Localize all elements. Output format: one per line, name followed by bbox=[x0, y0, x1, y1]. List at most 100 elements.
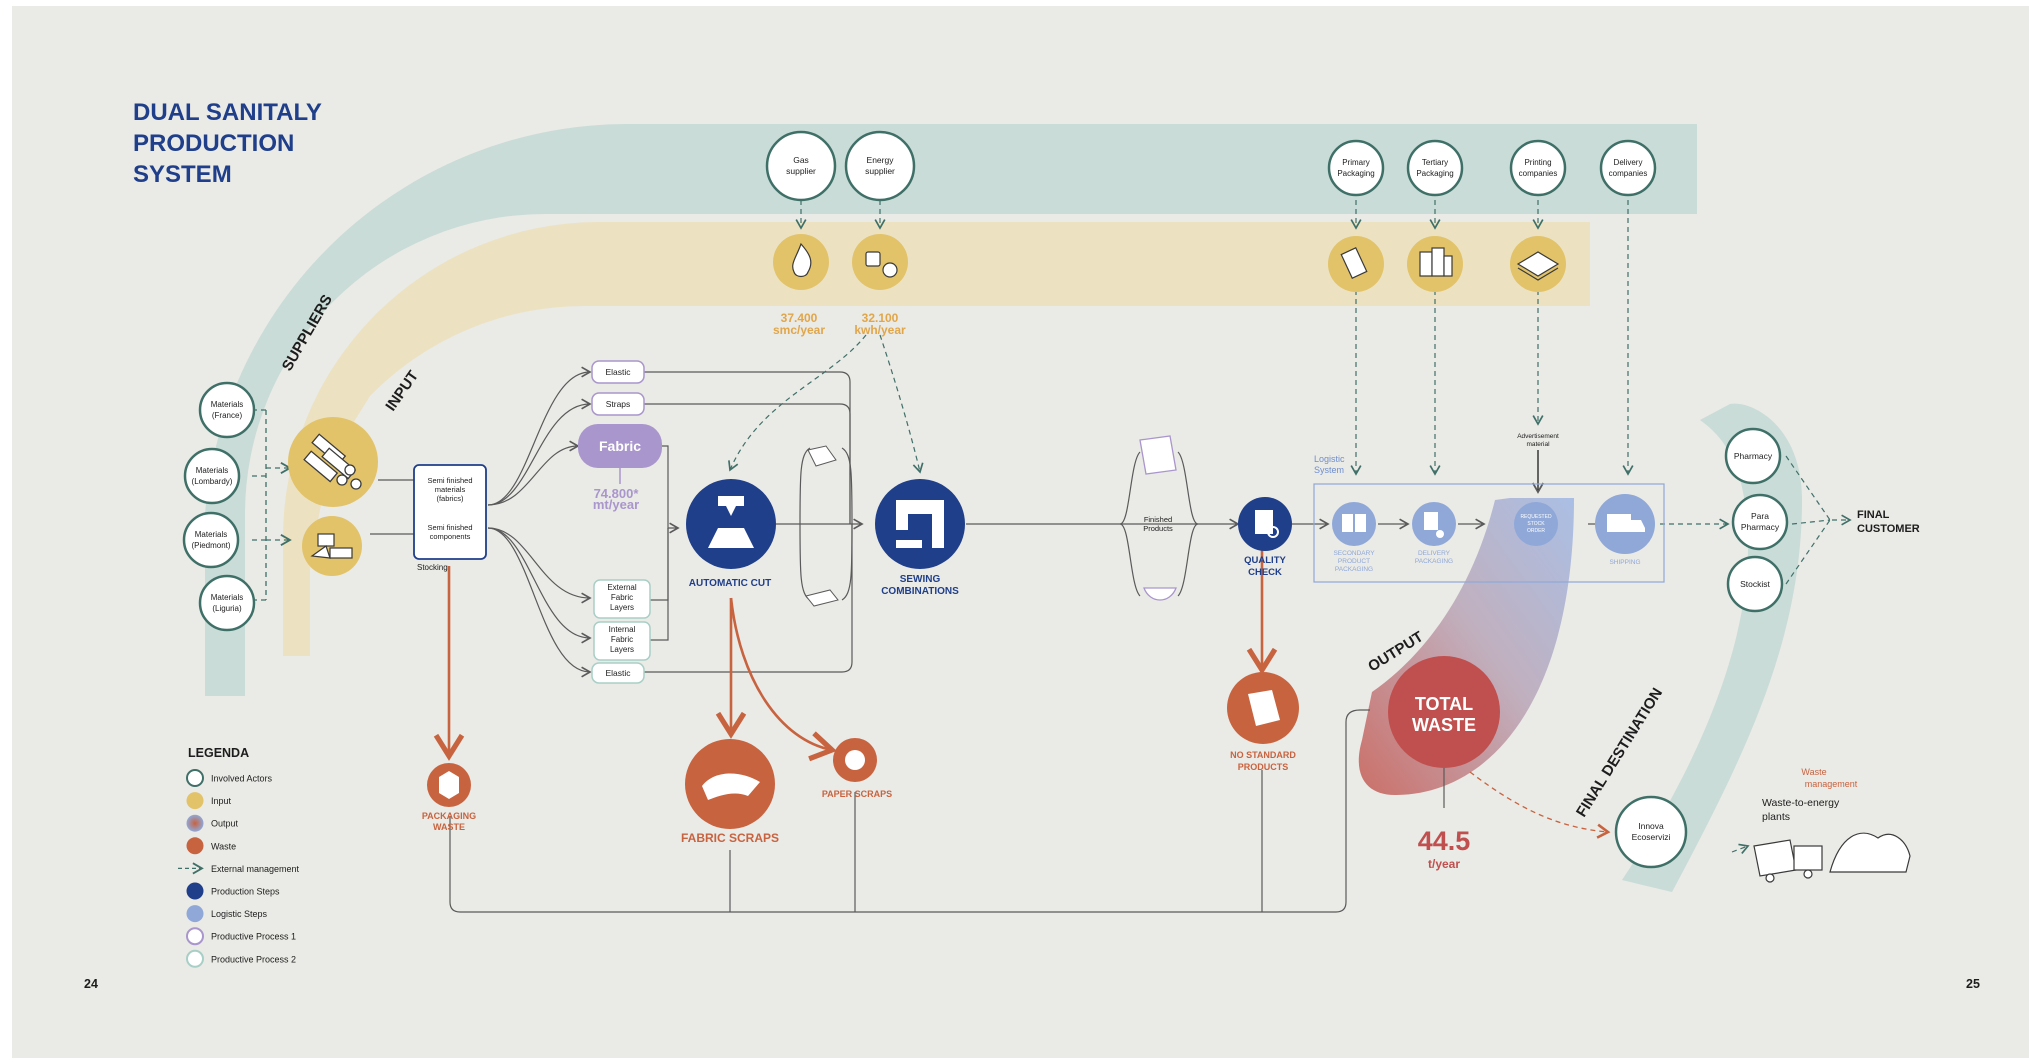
component-fan-out bbox=[487, 366, 592, 678]
legend-item: Logistic Steps bbox=[186, 905, 268, 923]
svg-text:Pharmacy: Pharmacy bbox=[1734, 451, 1773, 461]
fabric-scraps-icon bbox=[685, 739, 775, 829]
legend-item-label: Output bbox=[211, 819, 239, 829]
legend-item: Input bbox=[186, 792, 232, 810]
legend-item: Waste bbox=[186, 837, 236, 855]
paper-scraps-icon bbox=[833, 738, 877, 782]
material-actor-france: Materials(France) bbox=[198, 381, 256, 439]
title-line-3: SYSTEM bbox=[133, 161, 232, 188]
svg-text:Elastic: Elastic bbox=[605, 668, 631, 678]
components-icon bbox=[302, 516, 362, 576]
garbage-truck-icon bbox=[1753, 832, 1911, 883]
main-flow-lines bbox=[966, 451, 1616, 597]
no-standard-products-icon bbox=[1227, 672, 1299, 744]
legend-item-label: Input bbox=[211, 796, 232, 806]
legend-item-label: Productive Process 1 bbox=[211, 932, 296, 942]
fabric-scraps-label: FABRIC SCRAPS bbox=[681, 831, 779, 845]
legend-item-label: Waste bbox=[211, 841, 236, 851]
input-to-semi-connectors bbox=[370, 479, 414, 535]
sewing-step bbox=[875, 479, 965, 569]
legend-dot-icon bbox=[186, 792, 204, 810]
legend-item: Productive Process 1 bbox=[186, 927, 296, 946]
waste-management-line bbox=[1469, 771, 1611, 839]
legend-item-label: Involved Actors bbox=[211, 774, 273, 784]
svg-text:Straps: Straps bbox=[606, 399, 631, 409]
waste-collection-lines bbox=[449, 709, 1445, 913]
page-number-right: 25 bbox=[1966, 977, 1980, 991]
intermediate-part-icons bbox=[805, 445, 839, 607]
total-waste-unit: t/year bbox=[1428, 857, 1460, 871]
fabric-quantity: 74.800*mt/year bbox=[593, 486, 639, 512]
svg-text:Elastic: Elastic bbox=[605, 367, 631, 377]
component-elastic-bottom: Elastic bbox=[591, 662, 645, 684]
legend-item: Involved Actors bbox=[186, 769, 273, 787]
component-fabric: Fabric bbox=[578, 424, 662, 468]
automatic-cut-label: AUTOMATIC CUT bbox=[689, 578, 771, 589]
legend-item-label: Logistic Steps bbox=[211, 909, 268, 919]
shipping-label: SHIPPING bbox=[1609, 559, 1640, 566]
svg-text:Fabric: Fabric bbox=[599, 438, 641, 454]
legend-item-label: Productive Process 2 bbox=[211, 954, 296, 964]
material-actor-lombardy: Materials(Lombardy) bbox=[183, 447, 241, 505]
legend: Involved ActorsInputOutputWasteExternal … bbox=[178, 769, 300, 968]
waste-arrows bbox=[433, 548, 1278, 762]
svg-text:Materials(Lombardy): Materials(Lombardy) bbox=[192, 466, 233, 486]
svg-text:Materials(Piedmont): Materials(Piedmont) bbox=[191, 530, 230, 550]
component-to-process-lines bbox=[644, 371, 864, 673]
paper-stack-icon bbox=[1510, 236, 1566, 292]
legend-item: Production Steps bbox=[186, 882, 280, 900]
legend-title: LEGENDA bbox=[188, 746, 249, 760]
legend-dot-icon bbox=[186, 905, 204, 923]
legend-dot-icon bbox=[186, 837, 204, 855]
page-title: DUAL SANITALY PRODUCTION SYSTEM bbox=[133, 99, 328, 188]
legend-ring-icon bbox=[186, 769, 204, 787]
title-line-2: PRODUCTION bbox=[133, 130, 294, 157]
delivery-packaging-step bbox=[1412, 502, 1456, 546]
legend-item: Output bbox=[186, 814, 239, 832]
title-line-1: DUAL SANITALY bbox=[133, 99, 322, 126]
svg-text:Materials(Liguria): Materials(Liguria) bbox=[211, 593, 243, 613]
legend-ring-icon bbox=[186, 927, 204, 946]
paper-scraps-label: PAPER SCRAPS bbox=[822, 789, 892, 799]
stockist-destination: Stockist bbox=[1726, 555, 1784, 613]
material-connectors bbox=[252, 409, 292, 601]
stocking-label: Stocking bbox=[417, 563, 448, 572]
logistic-system-frame bbox=[1313, 483, 1665, 583]
tertiary-packaging-icon bbox=[1407, 236, 1463, 292]
plug-icon bbox=[852, 234, 908, 290]
legend-item-label: Production Steps bbox=[211, 887, 280, 897]
svg-text:Materials(France): Materials(France) bbox=[211, 400, 243, 420]
material-actor-piedmont: Materials(Piedmont) bbox=[182, 511, 240, 569]
page-number-left: 24 bbox=[84, 977, 98, 991]
